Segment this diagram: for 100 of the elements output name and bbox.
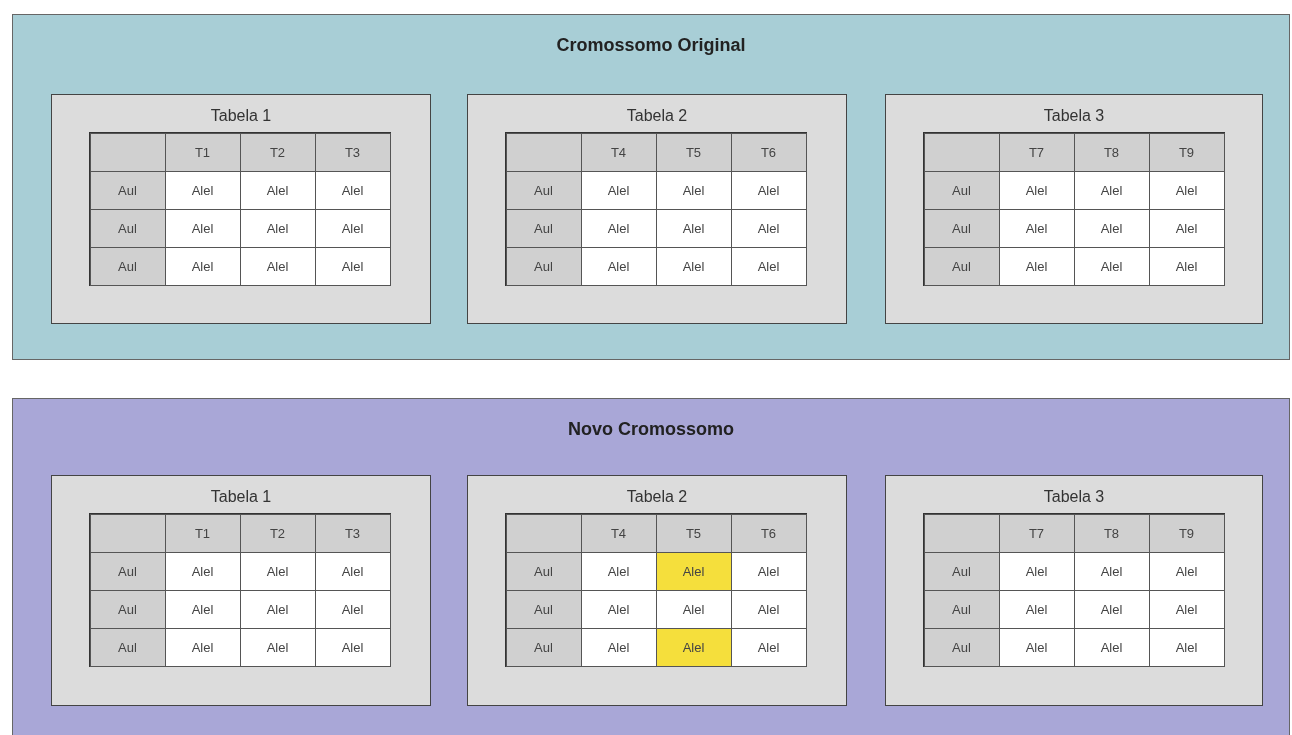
table-cell: Alel [164,208,241,248]
table-cell: Alel [1073,246,1150,286]
column-header: T5 [655,513,732,553]
table-panel [51,94,431,324]
table-cell: Alel [1148,208,1225,248]
band-title: Cromossomo Original [556,35,746,56]
table-cell: Alel [1148,589,1225,629]
column-header: T9 [1148,132,1225,172]
table-panel [51,475,431,706]
row-header: Aul [923,627,1000,667]
table-cell: Alel [580,589,657,629]
table-title: Tabela 3 [1043,107,1105,125]
table-cell: Alel [580,551,657,591]
table-cell: Alel [730,246,807,286]
table-panel [885,475,1263,706]
table-cell: Alel [164,170,241,210]
table-cell: Alel [580,246,657,286]
table-cell: Alel [730,170,807,210]
chromosome-band [12,398,1290,735]
row-header: Aul [505,551,582,591]
table-cell: Alel [239,551,316,591]
table-panel [467,475,847,706]
highlighted-cell: Alel [655,627,732,667]
table-cell: Alel [655,170,732,210]
row-header: Aul [923,170,1000,210]
table-cell: Alel [730,589,807,629]
table-cell: Alel [1073,170,1150,210]
column-header: T4 [580,513,657,553]
row-header: Aul [89,246,166,286]
column-header: T1 [164,513,241,553]
column-header: T3 [314,513,391,553]
table-cell: Alel [998,589,1075,629]
table-cell: Alel [655,589,732,629]
row-header: Aul [89,551,166,591]
table-cell: Alel [998,551,1075,591]
row-header: Aul [923,589,1000,629]
table-cell: Alel [1148,627,1225,667]
table-cell: Alel [998,170,1075,210]
column-header: T8 [1073,132,1150,172]
table-cell: Alel [730,627,807,667]
row-header: Aul [923,208,1000,248]
table-cell: Alel [580,208,657,248]
table-cell: Alel [730,551,807,591]
row-header: Aul [923,551,1000,591]
row-header: Aul [89,208,166,248]
table-title: Tabela 2 [626,488,688,506]
table-cell: Alel [164,551,241,591]
column-header: T2 [239,513,316,553]
table-cell: Alel [314,627,391,667]
row-header: Aul [505,589,582,629]
table-cell: Alel [580,627,657,667]
table-cell: Alel [655,246,732,286]
table-panel [885,94,1263,324]
table-cell: Alel [1073,627,1150,667]
table-cell: Alel [164,589,241,629]
column-header: T6 [730,513,807,553]
column-header: T2 [239,132,316,172]
table-cell: Alel [314,589,391,629]
table-cell: Alel [239,627,316,667]
row-header: Aul [89,627,166,667]
table-cell: Alel [1148,246,1225,286]
column-header: T8 [1073,513,1150,553]
table-cell: Alel [998,208,1075,248]
column-header: T4 [580,132,657,172]
row-header: Aul [505,208,582,248]
table-cell: Alel [1073,551,1150,591]
table-cell: Alel [239,589,316,629]
table-cell: Alel [314,208,391,248]
row-header: Aul [505,170,582,210]
table-cell: Alel [314,246,391,286]
table-title: Tabela 1 [210,488,272,506]
table-cell: Alel [1073,589,1150,629]
row-header: Aul [505,246,582,286]
table-cell: Alel [1148,551,1225,591]
table-title: Tabela 1 [210,107,272,125]
column-header: T3 [314,132,391,172]
table-cell: Alel [998,627,1075,667]
table-cell: Alel [580,170,657,210]
column-header: T6 [730,132,807,172]
table-cell: Alel [655,208,732,248]
table-cell: Alel [164,627,241,667]
table-cell: Alel [730,208,807,248]
table-cell: Alel [239,208,316,248]
table-cell: Alel [239,170,316,210]
table-cell: Alel [1073,208,1150,248]
table-title: Tabela 2 [626,107,688,125]
table-cell: Alel [164,246,241,286]
column-header: T7 [998,513,1075,553]
row-header: Aul [923,246,1000,286]
table-cell: Alel [998,246,1075,286]
highlighted-cell: Alel [655,551,732,591]
table-cell: Alel [314,170,391,210]
table-cell: Alel [314,551,391,591]
table-cell: Alel [1148,170,1225,210]
row-header: Aul [505,627,582,667]
table-title: Tabela 3 [1043,488,1105,506]
column-header: T7 [998,132,1075,172]
table-panel [467,94,847,324]
band-title: Novo Cromossomo [568,419,734,440]
column-header: T5 [655,132,732,172]
